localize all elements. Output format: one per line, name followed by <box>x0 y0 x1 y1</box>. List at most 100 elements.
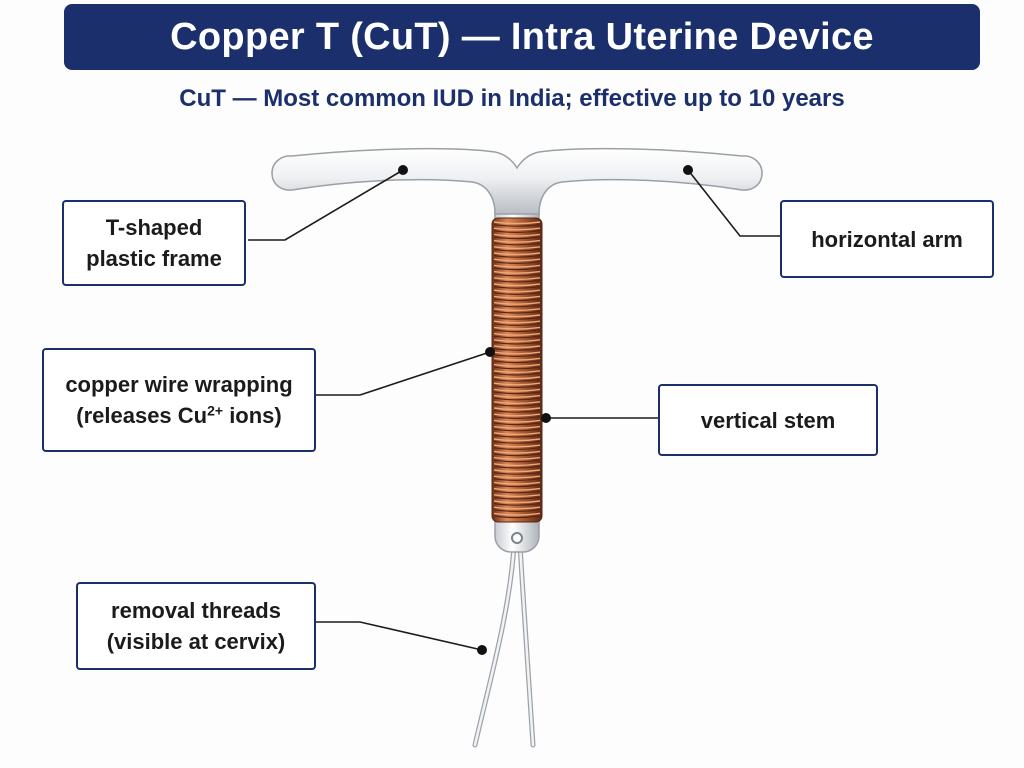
copper-coil-shadow <box>493 286 541 289</box>
copper-coil-turn <box>493 357 541 361</box>
copper-coil-shadow <box>493 416 541 419</box>
copper-dot <box>485 347 495 357</box>
label-copper-wire: copper wire wrapping (releases Cu2+ ions… <box>42 348 316 452</box>
label-vertical-stem: vertical stem <box>658 384 878 456</box>
copper-coil-turn <box>493 419 541 423</box>
copper-coil-shadow <box>493 397 541 401</box>
page-title: Copper T (CuT) — Intra Uterine Device <box>170 15 874 58</box>
arm-dot <box>683 165 693 175</box>
copper-coil-turn <box>493 407 541 411</box>
copper-coil-shadow <box>493 453 541 457</box>
copper-coil-turn <box>493 308 541 312</box>
copper-coil-shadow <box>493 441 541 444</box>
label-horizontal-arm: horizontal arm <box>780 200 994 278</box>
threads-dot <box>477 645 487 655</box>
copper-coil-shadow <box>493 385 541 388</box>
copper-coil-shadow <box>493 335 541 339</box>
copper-coil-shadow <box>493 478 541 481</box>
copper-coil-turn <box>493 370 541 374</box>
copper-coil-shadow <box>493 484 541 488</box>
copper-coil-turn <box>493 376 541 380</box>
copper-coil-turn <box>493 413 541 417</box>
copper-coil-turn <box>493 221 541 225</box>
copper-coil-shadow <box>493 496 541 500</box>
copper-coil-shadow <box>493 434 541 438</box>
copper-coil-shadow <box>493 261 541 264</box>
copper-coil-turn <box>493 351 541 355</box>
copper-coil-turn <box>493 258 541 262</box>
copper-coil-turn <box>493 469 541 473</box>
copper-coil-shadow <box>493 372 541 376</box>
copper-coil-turn <box>493 289 541 293</box>
copper-coil-turn <box>493 456 541 460</box>
copper-coil-turn <box>493 283 541 287</box>
copper-coil-shadow <box>493 354 541 357</box>
copper-coil-shadow <box>493 279 541 283</box>
copper-coil-turn <box>493 277 541 281</box>
copper-coil-turn <box>493 295 541 299</box>
copper-coil-turn <box>493 246 541 250</box>
copper-coil-shadow <box>493 428 541 432</box>
copper-coil-shadow <box>493 341 541 345</box>
copper-coil-turn <box>493 339 541 343</box>
copper-coil-turn <box>493 506 541 510</box>
copper-coil-shadow <box>493 230 541 233</box>
copper-coil-turn <box>493 363 541 367</box>
copper-coil-turn <box>493 320 541 324</box>
label-plastic-frame: T-shaped plastic frame <box>62 200 246 286</box>
title-banner: Copper T (CuT) — Intra Uterine Device <box>64 4 980 70</box>
copper-coil-turn <box>493 401 541 405</box>
copper-coil-turn <box>493 494 541 498</box>
copper-coil-shadow <box>493 310 541 314</box>
copper-coil-turn <box>493 314 541 318</box>
copper-coil-turn <box>493 425 541 429</box>
copper-coil-turn <box>493 239 541 243</box>
copper-coil-turn <box>493 450 541 454</box>
label-removal-threads: removal threads (visible at cervix) <box>76 582 316 670</box>
copper-coil-shadow <box>493 472 541 475</box>
copper-coil-turn <box>493 301 541 305</box>
copper-coil-shadow <box>493 242 541 246</box>
copper-coil-shadow <box>493 503 541 506</box>
removal-threads <box>472 542 536 748</box>
frame-dot <box>398 165 408 175</box>
copper-coil-shadow <box>493 465 541 469</box>
copper-coil-shadow <box>493 317 541 320</box>
copper-coil-shadow <box>493 298 541 302</box>
copper-coil-turn <box>493 475 541 479</box>
copper-coil-shadow <box>493 403 541 407</box>
copper-coil-shadow <box>493 515 541 519</box>
copper-coil-shadow <box>493 459 541 463</box>
copper-coil-shadow <box>493 224 541 227</box>
copper-coil-turn <box>493 326 541 330</box>
copper-coil-shadow <box>493 323 541 326</box>
copper-coil-shadow <box>493 267 541 271</box>
copper-coil-turn <box>493 487 541 491</box>
copper-coil-shadow <box>493 236 541 240</box>
copper-coil-shadow <box>493 410 541 413</box>
copper-coil-shadow <box>493 360 541 364</box>
copper-coil-turn <box>493 252 541 256</box>
page-subtitle: CuT — Most common IUD in India; effectiv… <box>179 85 845 112</box>
copper-coil-shadow <box>493 509 541 512</box>
copper-coil-turn <box>493 438 541 442</box>
leader-dots <box>398 165 693 655</box>
copper-coil-turn <box>493 512 541 516</box>
copper-coil-turn <box>493 233 541 237</box>
copper-coil-shadow <box>493 329 541 333</box>
copper-coil-turn <box>493 432 541 436</box>
copper-coil-shadow <box>493 348 541 351</box>
copper-coil-shadow <box>493 422 541 426</box>
copper-coil-turn <box>493 382 541 386</box>
copper-coil-turn <box>493 388 541 392</box>
copper-coil-turn <box>493 345 541 349</box>
copper-coil-shadow <box>493 379 541 382</box>
copper-coil-shadow <box>493 391 541 395</box>
copper-coil-turn <box>493 463 541 467</box>
leader-lines <box>248 169 780 651</box>
horizontal-arm <box>271 147 763 215</box>
copper-coil-turn <box>493 332 541 336</box>
copper-coil-shadow <box>493 292 541 295</box>
copper-coil-shadow <box>493 447 541 450</box>
